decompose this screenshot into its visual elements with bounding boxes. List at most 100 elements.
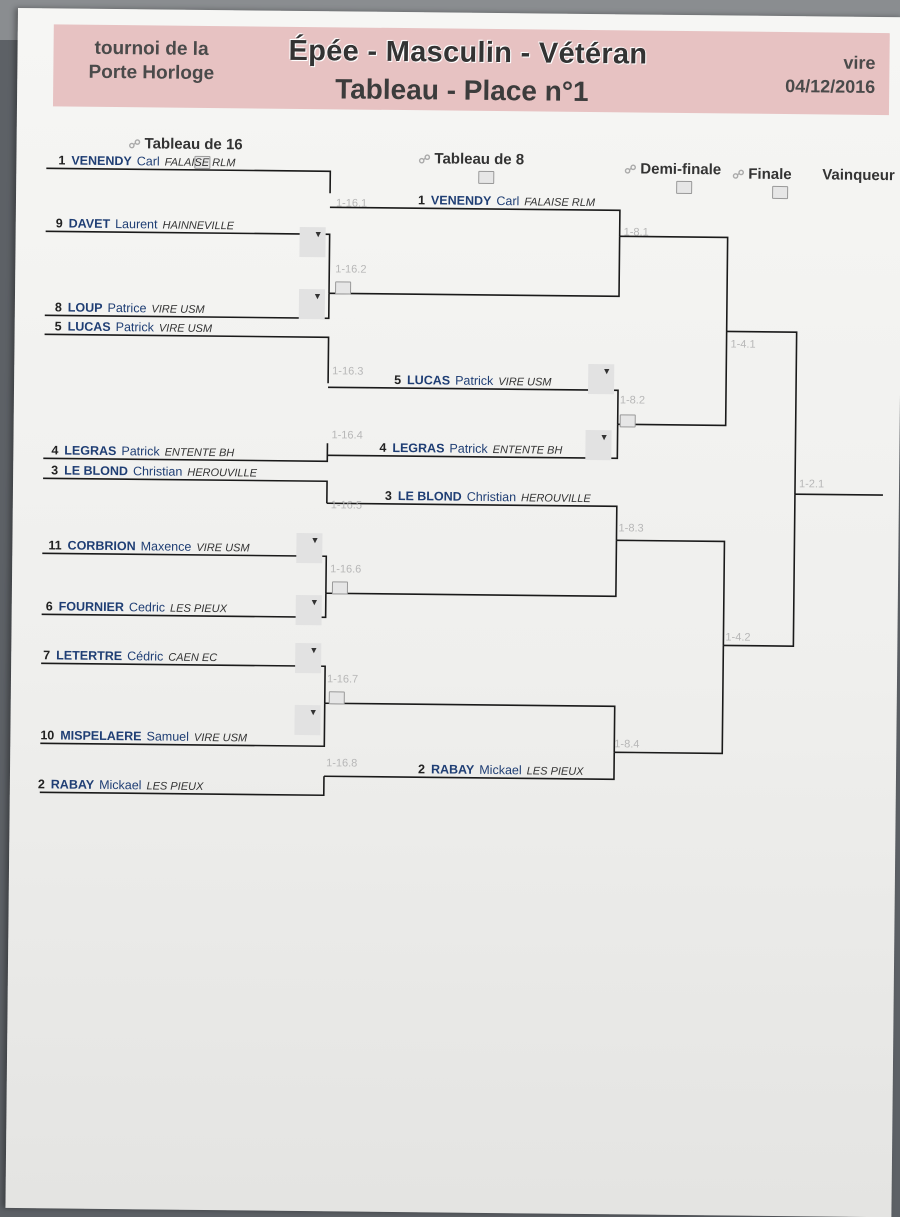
first-name: Laurent (115, 217, 158, 232)
score-dropdown[interactable]: ▼ (295, 642, 322, 674)
bracket-line (329, 236, 621, 298)
score-dropdown[interactable]: ▼ (296, 532, 323, 564)
match-id: 1-2.1 (798, 478, 825, 491)
club: LES PIEUX (170, 602, 227, 616)
first-name: Cedric (128, 600, 166, 615)
fencer-entry: 4 LEGRAS Patrick ENTENTE BH (51, 443, 234, 460)
dropdown-arrow-icon: ▼ (309, 597, 319, 608)
score-dropdown[interactable]: ▼ (298, 288, 326, 320)
first-name: Christian (466, 489, 517, 505)
last-name: LEGRAS (392, 440, 445, 456)
bracket-line (329, 206, 621, 237)
bracket-line (619, 235, 729, 332)
score-dropdown[interactable]: ▼ (585, 429, 612, 461)
club: LES PIEUX (146, 780, 204, 793)
seed: 4 (379, 440, 387, 455)
seed: 6 (45, 599, 53, 614)
bracket-line (42, 552, 328, 594)
fencer-entry: 5 LUCAS Patrick VIRE USM (394, 373, 552, 390)
last-name: LE BLOND (64, 463, 129, 479)
bracket-line (41, 662, 326, 704)
first-name: Patrick (449, 441, 488, 456)
bracket-line (46, 167, 332, 194)
printer-icon[interactable] (328, 691, 345, 705)
bracket-line (45, 230, 331, 294)
seed: 7 (43, 648, 51, 663)
club: ENTENTE BH (164, 446, 235, 460)
score-dropdown[interactable]: ▼ (587, 363, 615, 395)
printer-icon[interactable] (619, 414, 636, 428)
first-name: Mickael (479, 762, 522, 778)
match-id: 1-8.2 (619, 394, 646, 407)
club: FALAISE RLM (164, 156, 236, 170)
dropdown-arrow-icon: ▼ (308, 707, 318, 718)
bracket-line (326, 502, 618, 541)
seed: 5 (394, 372, 402, 388)
dropdown-arrow-icon: ▼ (599, 432, 609, 443)
last-name: RABAY (50, 777, 95, 792)
bracket-line (617, 331, 728, 427)
last-name: VENENDY (430, 193, 492, 208)
bracket-sheet: tournoi de la Porte Horloge Épée - Mascu… (5, 8, 900, 1217)
dropdown-arrow-icon: ▼ (313, 229, 323, 240)
bracket-line (41, 593, 327, 619)
club: VIRE USM (196, 541, 250, 555)
seed: 1 (417, 193, 426, 208)
club: VIRE USM (498, 376, 552, 389)
match-id: 1-8.4 (614, 738, 640, 751)
last-name: VENENDY (71, 153, 132, 169)
match-id: 1-4.1 (730, 338, 756, 351)
seed: 4 (51, 443, 59, 458)
score-dropdown[interactable]: ▼ (294, 704, 321, 736)
first-name: Patrice (107, 300, 147, 316)
bracket-line (794, 493, 883, 496)
match-id: 1-4.2 (725, 631, 751, 644)
first-name: Patrick (455, 373, 494, 388)
last-name: LEGRAS (64, 443, 117, 459)
match-id: 1-16.7 (326, 673, 359, 686)
score-dropdown[interactable]: ▼ (295, 594, 322, 626)
match-id: 1-16.4 (331, 429, 363, 442)
last-name: FOURNIER (58, 599, 125, 615)
bracket-line (325, 540, 618, 598)
first-name: Samuel (146, 729, 190, 744)
bracket-line (328, 386, 619, 425)
printer-icon[interactable] (335, 281, 352, 295)
match-id: 1-8.1 (623, 226, 649, 239)
seed: 2 (417, 762, 426, 777)
bracket-line (40, 703, 326, 748)
printer-icon[interactable] (331, 581, 349, 595)
club: CAEN EC (168, 651, 218, 665)
bracket-line (614, 645, 725, 755)
last-name: MISPELAERE (60, 728, 142, 744)
score-dropdown[interactable]: ▼ (299, 226, 326, 258)
club: VIRE USM (193, 731, 248, 745)
seed: 3 (384, 488, 392, 503)
seed: 3 (51, 463, 59, 478)
match-id: 1-16.8 (326, 757, 358, 770)
match-id: 1-16.3 (332, 365, 364, 378)
last-name: LUCAS (407, 373, 451, 388)
last-name: LETERTRE (56, 648, 123, 664)
last-name: CORBRION (67, 538, 136, 554)
dropdown-arrow-icon: ▼ (313, 291, 323, 302)
match-id: 1-16.5 (330, 499, 363, 512)
first-name: Patrick (121, 444, 160, 459)
club: LES PIEUX (526, 765, 584, 778)
bracket-line (726, 330, 798, 495)
bracket-line (324, 702, 616, 753)
first-name: Maxence (140, 539, 192, 554)
first-name: Carl (136, 154, 160, 169)
first-name: Mickael (99, 777, 142, 793)
bracket-line (44, 333, 330, 384)
bracket-line (327, 424, 619, 460)
